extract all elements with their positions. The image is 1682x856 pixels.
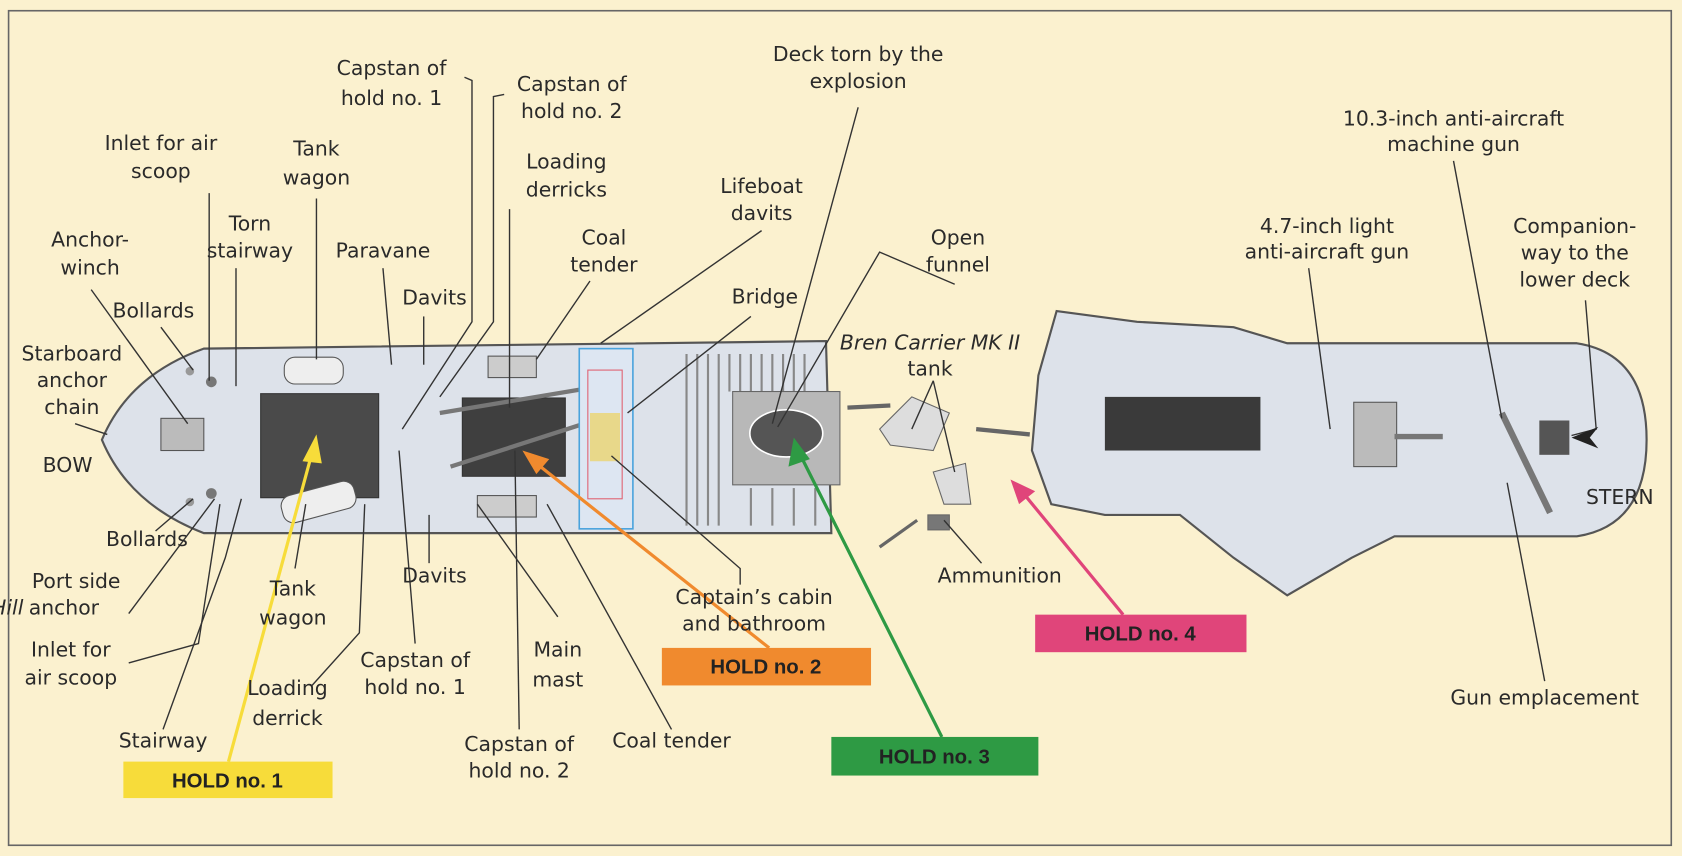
tank-wagon-bottom bbox=[280, 480, 357, 524]
hold-1-arrowhead bbox=[302, 434, 322, 464]
label-bow: BOW bbox=[43, 453, 93, 477]
label-bridge: Bridge bbox=[732, 285, 798, 309]
hold-1-label: HOLD no. 1 bbox=[123, 761, 333, 799]
hold-4-hatch bbox=[1104, 396, 1261, 451]
hold-4-label: HOLD no. 4 bbox=[1035, 614, 1247, 653]
bollard bbox=[185, 366, 195, 376]
hold-2-label: HOLD no. 2 bbox=[661, 647, 872, 686]
tank-wagon-top bbox=[283, 356, 344, 385]
hold-3-arrowhead bbox=[788, 437, 810, 467]
forward-section bbox=[100, 340, 841, 535]
label-davits-top: Davits bbox=[402, 286, 467, 310]
hold-2-arrowhead bbox=[522, 450, 550, 475]
hold-arrows bbox=[226, 426, 1599, 763]
hold-3-label: HOLD no. 3 bbox=[831, 736, 1039, 776]
label-stairway: Stairway bbox=[119, 729, 208, 753]
coal-tender-top bbox=[487, 355, 537, 379]
hold-2-hatch bbox=[461, 397, 566, 477]
loading-derrick bbox=[439, 384, 602, 416]
bollard bbox=[205, 488, 217, 499]
label-bollards-bottom: Bollards bbox=[106, 527, 188, 551]
bollard bbox=[205, 376, 217, 388]
bridge-center bbox=[589, 412, 621, 462]
hold-4-arrow bbox=[1017, 487, 1125, 616]
hold-1-hatch bbox=[260, 393, 380, 499]
captains-cabin bbox=[587, 369, 623, 500]
leader-lines bbox=[74, 76, 1597, 730]
hold-3-arrow bbox=[796, 449, 944, 738]
label-anchor-winch: Anchor-winch bbox=[51, 228, 129, 280]
label-coal-tender-bottom: Coal tender bbox=[612, 729, 731, 753]
hold-1-arrow bbox=[226, 447, 315, 763]
deck-planks bbox=[685, 353, 817, 526]
label-stern: STERN bbox=[1586, 485, 1654, 509]
companionway bbox=[1539, 420, 1570, 455]
loading-derrick bbox=[449, 416, 602, 469]
companionway-arrowhead bbox=[1571, 426, 1599, 449]
coal-tender-bottom bbox=[476, 495, 537, 518]
machine-gun bbox=[1498, 411, 1553, 515]
label-gun-emplacement: Gun emplacement bbox=[1450, 686, 1639, 710]
hold-4-arrowhead bbox=[1010, 479, 1036, 505]
svg-text:HOLD no. 1: HOLD no. 1 bbox=[172, 770, 283, 792]
label-port-anchor: Port sideHillanchor bbox=[0, 569, 120, 620]
frame-border bbox=[7, 9, 1673, 847]
hold-2-arrow bbox=[529, 457, 771, 650]
svg-text:HOLD no. 4: HOLD no. 4 bbox=[1085, 623, 1197, 645]
aa-gun bbox=[1353, 401, 1398, 468]
svg-text:HOLD no. 2: HOLD no. 2 bbox=[710, 657, 821, 679]
open-funnel bbox=[749, 408, 824, 458]
label-davits-bottom: Davits bbox=[402, 563, 467, 587]
stern-section bbox=[1030, 309, 1648, 597]
svg-text:HOLD no. 3: HOLD no. 3 bbox=[879, 747, 990, 769]
label-ammunition: Ammunition bbox=[938, 563, 1062, 587]
anchor-winch bbox=[160, 417, 205, 452]
label-paravane: Paravane bbox=[336, 238, 431, 262]
label-bollards-top: Bollards bbox=[112, 299, 194, 323]
